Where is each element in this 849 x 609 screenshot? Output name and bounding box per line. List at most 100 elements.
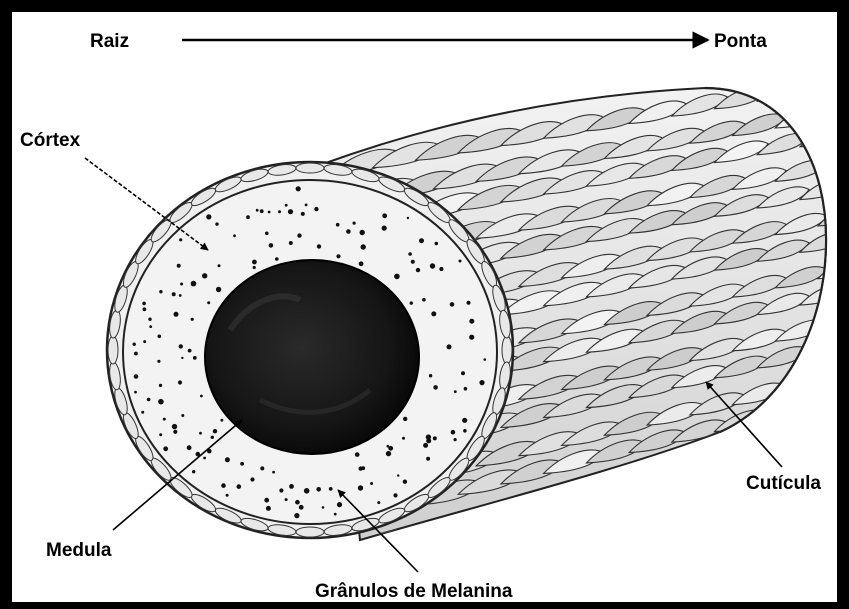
melanin-granule <box>158 399 164 405</box>
melanin-granule <box>463 429 467 433</box>
label-ponta: Ponta <box>714 31 767 52</box>
melanin-granule <box>264 498 269 503</box>
melanin-granule <box>289 241 293 245</box>
melanin-granule <box>159 290 162 293</box>
melanin-granule <box>397 474 399 476</box>
melanin-granule <box>266 506 271 511</box>
cuticle-scale <box>562 478 623 501</box>
melanin-granule <box>461 371 465 375</box>
melanin-granule <box>305 204 308 207</box>
melanin-granule <box>386 451 391 456</box>
melanin-granule <box>464 387 468 391</box>
melanin-granule <box>454 390 457 393</box>
melanin-granule <box>178 380 182 384</box>
melanin-granule <box>393 493 397 497</box>
melanin-granule <box>467 301 471 305</box>
melanin-granule <box>206 214 211 219</box>
cuticle-scale <box>818 416 849 437</box>
melanin-granule <box>188 349 192 353</box>
cuticle-scale <box>647 457 704 479</box>
melanin-granule <box>322 506 325 509</box>
melanin-granule <box>294 513 299 518</box>
melanin-granule <box>218 264 221 267</box>
melanin-granule <box>316 487 321 492</box>
cuticle-scale <box>800 73 849 94</box>
melanin-granule <box>297 233 301 237</box>
melanin-granule <box>360 230 365 235</box>
melanin-granule <box>225 457 230 462</box>
melanin-granule <box>337 502 342 507</box>
melanin-granule <box>250 477 254 481</box>
melanin-granule <box>407 217 409 219</box>
melanin-granule <box>469 319 474 324</box>
melanin-granule <box>336 223 340 227</box>
melanin-granule <box>172 424 177 429</box>
melanin-granule <box>159 433 162 436</box>
melanin-granule <box>181 357 183 359</box>
cuticle-scale <box>818 364 849 385</box>
melanin-granule <box>233 234 236 237</box>
melanin-granule <box>252 260 257 265</box>
melanin-granule <box>215 222 218 225</box>
rim-scale <box>296 527 324 537</box>
melanin-granule <box>199 432 202 435</box>
label-granulos: Grânulos de Melanina <box>315 581 513 602</box>
melanin-granule <box>359 466 363 470</box>
melanin-granule <box>459 260 462 263</box>
melanin-granule <box>359 261 364 266</box>
melanin-granule <box>304 488 310 494</box>
melanin-granule <box>329 487 333 491</box>
melanin-granule <box>289 484 294 489</box>
melanin-granule <box>295 500 300 505</box>
melanin-granule <box>148 318 151 321</box>
melanin-granule <box>334 513 337 516</box>
melanin-granule <box>275 257 279 261</box>
melanin-granule <box>172 292 176 296</box>
melanin-granule <box>479 380 484 385</box>
melanin-granule <box>246 215 250 219</box>
melanin-granule <box>355 452 360 457</box>
melanin-granule <box>416 268 420 272</box>
melanin-granule <box>143 340 146 343</box>
melanin-granule <box>317 244 321 248</box>
melanin-granule <box>279 488 283 492</box>
melanin-granule <box>469 335 474 340</box>
melanin-granule <box>423 443 428 448</box>
cuticle-scale <box>800 390 849 411</box>
cuticle-scale <box>757 80 809 101</box>
melanin-granule <box>221 419 224 422</box>
melanin-granule <box>411 260 415 264</box>
melanin-granule <box>403 480 407 484</box>
melanin-granule <box>447 344 452 349</box>
melanin-granule <box>435 242 439 246</box>
melanin-granule <box>191 281 197 287</box>
melanin-granule <box>353 222 356 225</box>
melanin-granule <box>269 243 274 248</box>
melanin-granule <box>142 302 146 306</box>
cuticle-scale <box>818 311 849 332</box>
melanin-granule <box>426 457 430 461</box>
label-medula: Medula <box>46 540 112 561</box>
melanin-granule <box>419 238 424 243</box>
label-cortex: Córtex <box>20 130 81 151</box>
melanin-granule <box>484 358 487 361</box>
cuticle-scale <box>757 400 809 421</box>
label-cuticula: Cutícula <box>746 473 821 494</box>
melanin-granule <box>159 384 162 387</box>
melanin-granule <box>147 398 151 402</box>
melanin-granule <box>187 445 192 450</box>
cuticle-scale <box>690 447 745 469</box>
melanin-granule <box>272 471 275 474</box>
melanin-granule <box>336 254 340 258</box>
melanin-granule <box>288 209 293 214</box>
melanin-granule <box>285 204 288 207</box>
melanin-granule <box>192 470 195 473</box>
melanin-granule <box>431 311 436 316</box>
melanin-granule <box>346 229 351 234</box>
melanin-granule <box>256 209 259 212</box>
melanin-granule <box>408 252 412 256</box>
melanin-granule <box>173 430 177 434</box>
melanin-granule <box>299 505 304 510</box>
cuticle-scale <box>800 337 849 358</box>
